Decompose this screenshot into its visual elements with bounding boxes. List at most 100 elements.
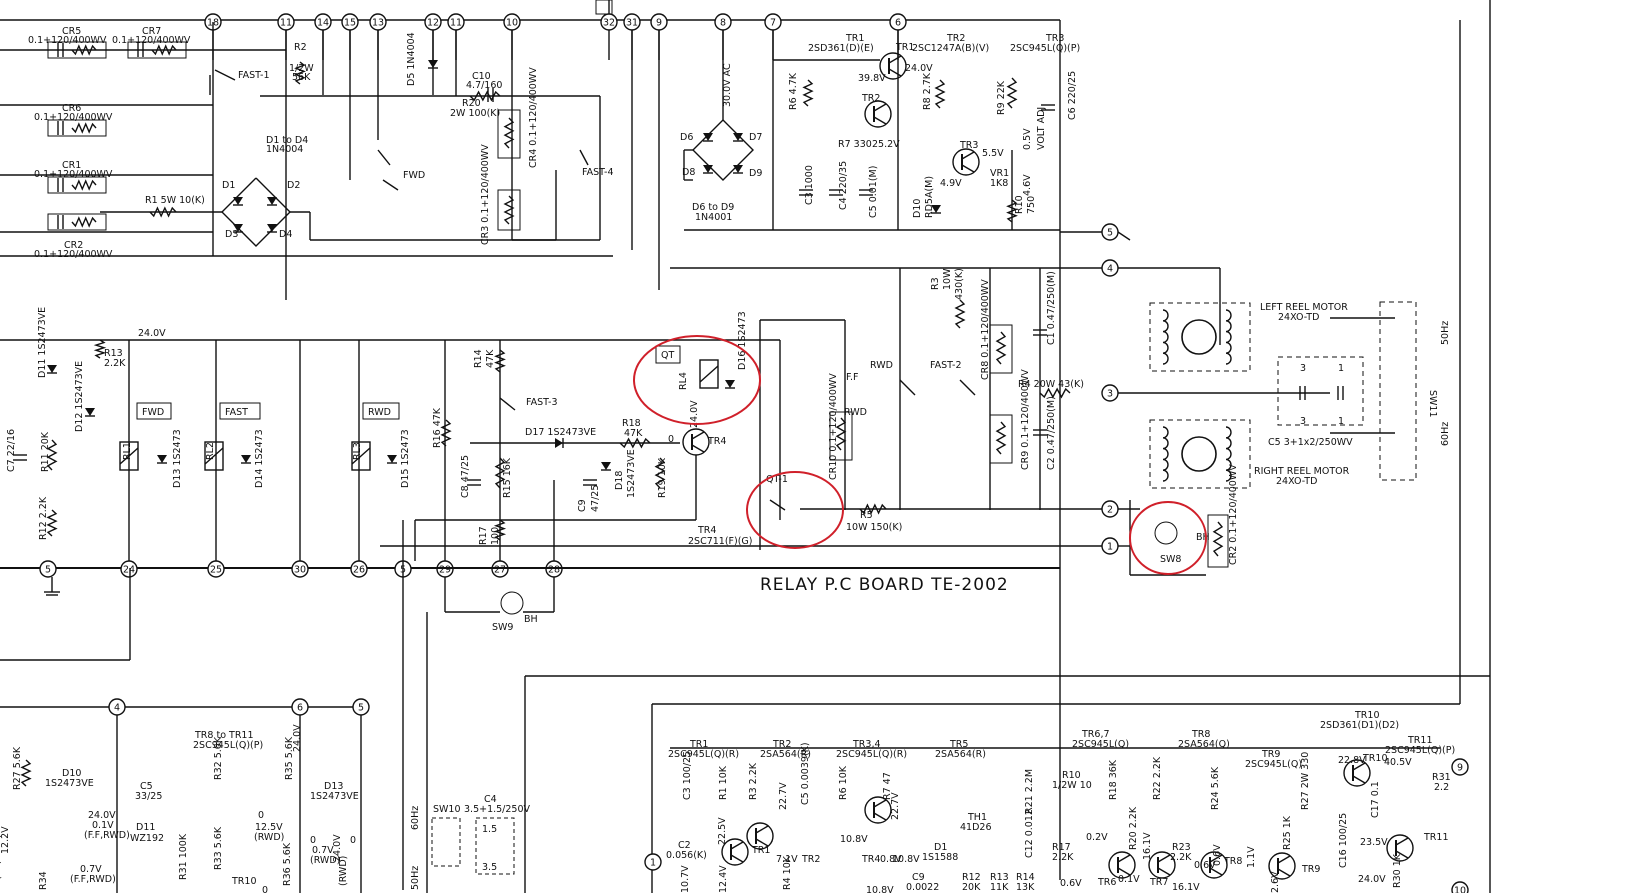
wire — [1157, 854, 1171, 863]
switch-box — [431, 817, 461, 867]
capacitor-box — [1277, 356, 1364, 426]
terminal: 26 — [350, 560, 368, 578]
wire — [691, 431, 705, 440]
terminal: 8 — [714, 13, 732, 31]
component-label: C10 — [472, 71, 491, 82]
component-label: R31 100K — [178, 833, 189, 880]
component-label: C16 100/25 — [1338, 813, 1349, 868]
component-label: 0.1+120/400WV — [34, 112, 113, 123]
component-label: 12.5V — [255, 822, 283, 833]
wire — [899, 379, 916, 396]
component-label: 2.6V — [1270, 871, 1281, 893]
component-label: R18 36K — [1108, 759, 1119, 800]
component-label: 22.5V — [717, 817, 728, 845]
terminal-number: 5 — [45, 565, 51, 576]
component-label: CR5 — [62, 26, 81, 37]
terminal: 6 — [291, 698, 309, 716]
component-label: TR1 — [751, 845, 770, 856]
component-label: C17 0.1 — [1370, 781, 1381, 818]
motor-box — [1149, 302, 1251, 372]
component-label: R32 5.6K — [213, 736, 224, 780]
terminal: 4 — [1101, 259, 1119, 277]
component-label: C8 47/25 — [460, 455, 471, 498]
resistor — [71, 179, 97, 191]
transistor — [682, 428, 710, 456]
component-label: 1.5 — [482, 824, 497, 835]
resistor — [934, 79, 946, 109]
resistor — [71, 122, 97, 134]
component-label: C4 220/35 — [838, 161, 849, 210]
component-label: D8 — [682, 167, 695, 178]
component-label: 2SC945L(Q)(R) — [668, 749, 739, 760]
component-label: FAST-4 — [582, 167, 614, 178]
component-label: R34 — [38, 871, 49, 890]
component-label: VR1 — [990, 168, 1009, 179]
terminal-number: 9 — [656, 18, 662, 29]
component-label: TR10 — [231, 876, 257, 887]
terminal-number: 26 — [353, 565, 365, 576]
component-label: FAST-2 — [930, 360, 962, 371]
cr-box — [989, 414, 1013, 464]
terminal-number: 1 — [1107, 542, 1113, 553]
component-label: 0 — [262, 885, 268, 893]
component-label: 0.7V — [312, 845, 334, 856]
component-label: R10 — [1062, 770, 1081, 781]
component-label: R17 — [1052, 842, 1071, 853]
component-label: FWD — [403, 170, 425, 181]
component-label: 2SA564(R) — [760, 749, 811, 760]
component-label: 10.7V — [680, 865, 691, 893]
terminal-number: 24 — [123, 565, 135, 576]
terminal-circle — [1451, 758, 1469, 776]
component-label: R4 10K — [782, 855, 793, 890]
component-label: R25 1K — [1282, 815, 1293, 850]
terminal-number: 28 — [548, 565, 560, 576]
terminal: 9 — [1451, 758, 1469, 776]
terminal: 25 — [207, 560, 225, 578]
component-label: 0.6V — [1060, 878, 1082, 889]
component-label: 430(K) — [954, 268, 965, 300]
transistor — [1343, 759, 1371, 787]
component-label: 2.2K — [104, 358, 126, 369]
component-label: LEFT REEL MOTOR — [1260, 302, 1348, 313]
component-label: D12 1S2473VE — [74, 361, 85, 432]
wire — [1117, 854, 1131, 863]
terminal-number: 14 — [317, 18, 329, 29]
component-label: 3 — [1300, 363, 1306, 374]
transistor — [1108, 851, 1136, 879]
component-label: 25.2V — [872, 139, 900, 150]
component-label: R13 — [990, 872, 1009, 883]
component-label: R36 5.6K — [282, 842, 293, 886]
component-label: TR4 — [707, 436, 726, 447]
component-label: C6 220/25 — [1067, 71, 1078, 120]
component-label: TR11 — [1423, 832, 1449, 843]
terminal-number: 10 — [1454, 886, 1466, 893]
terminal: 5 — [352, 698, 370, 716]
resistor — [93, 339, 107, 359]
component-label: 0.056(K) — [666, 850, 707, 861]
resistor — [859, 503, 887, 515]
component-label: D6 to D9 — [692, 202, 734, 213]
component-label: F.F — [846, 372, 858, 383]
component-label: 2SC711(F)(G) — [688, 536, 753, 547]
resistor — [954, 299, 966, 329]
component-label: 2W 100(K) — [450, 108, 500, 119]
component-label: C9 — [912, 872, 925, 883]
component-label: CR4 0.1+120/400WV — [528, 67, 539, 168]
diode — [157, 455, 167, 463]
diode — [47, 365, 57, 373]
component-label: 60Hz — [1440, 422, 1451, 446]
component-label: 1 — [1338, 416, 1344, 427]
cr-box — [497, 109, 521, 159]
wire — [961, 151, 975, 160]
resistor — [71, 216, 97, 228]
terminal-circle — [644, 853, 662, 871]
wire — [214, 69, 236, 81]
cr-box — [829, 411, 853, 461]
component-label: 24.0V — [1358, 874, 1386, 885]
filter-box — [47, 41, 107, 59]
component-label: (F.F,RWD) — [70, 874, 116, 885]
component-label: R24 5.6K — [1210, 766, 1221, 810]
component-label: 1S1588 — [922, 852, 958, 863]
component-label: 50Hz — [1440, 321, 1451, 345]
motor-rotor — [1181, 436, 1217, 472]
